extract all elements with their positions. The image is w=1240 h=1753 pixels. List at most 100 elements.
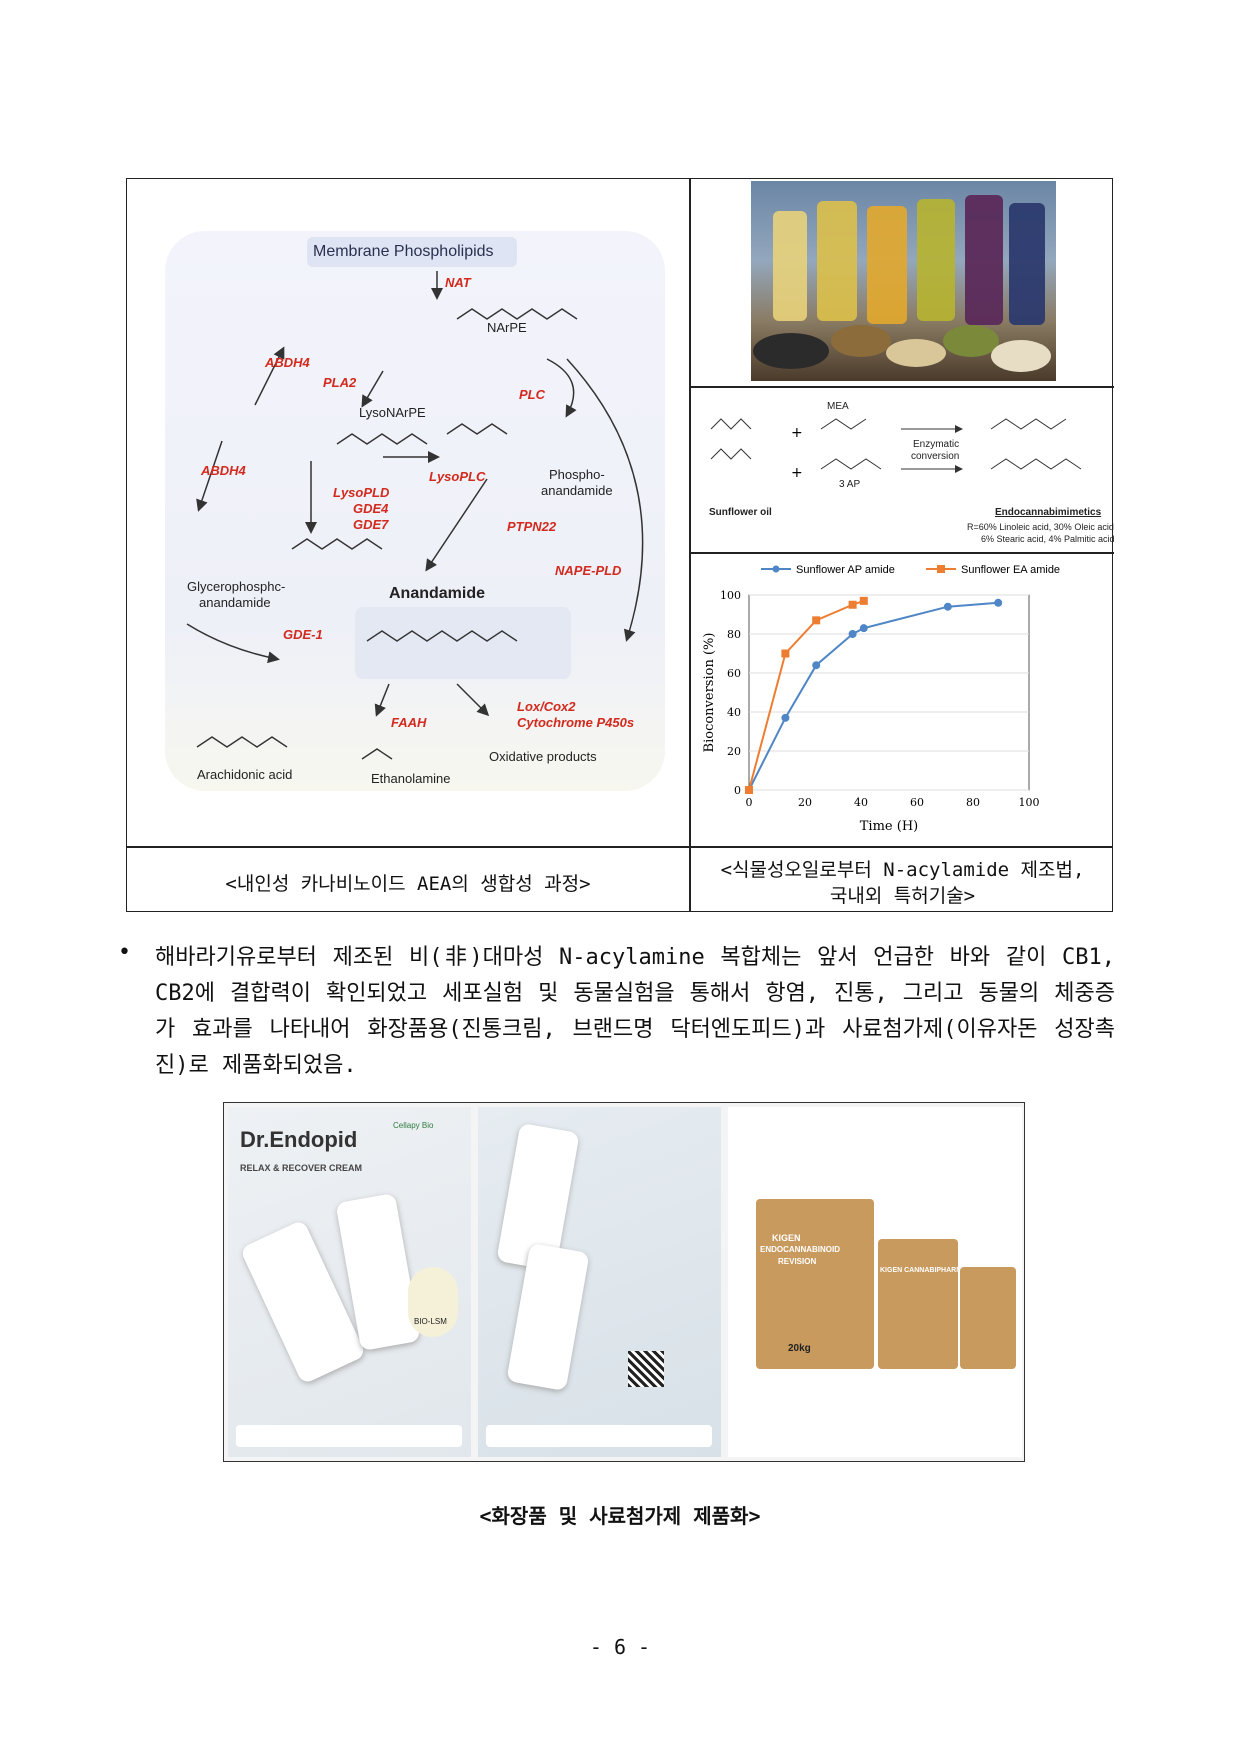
cream-poster-1: Dr.Endopid RELAX & RECOVER CREAM Cellapy…	[228, 1107, 471, 1457]
products-caption: <화장품 및 사료첨가제 제품화>	[479, 1504, 761, 1528]
label-abdh4-left: ABDH4	[201, 463, 246, 478]
brand-subtitle: RELAX & RECOVER CREAM	[240, 1163, 363, 1173]
right-caption-1: <식물성오일로부터 N-acylamide 제조법,	[720, 859, 1085, 881]
y-tick-label: 40	[727, 706, 741, 719]
qr-code	[628, 1351, 664, 1387]
x-tick-label: 100	[1019, 796, 1040, 809]
poster-footer-2	[486, 1425, 712, 1447]
x-axis-label: Time (H)	[860, 819, 918, 834]
label-lox: Lox/Cox2	[517, 699, 576, 714]
brand-title: Dr.Endopid	[240, 1127, 358, 1152]
reaction-3ap: 3 AP	[839, 479, 861, 490]
cream-poster-2	[478, 1107, 721, 1457]
biolsm-badge	[408, 1267, 458, 1337]
data-point	[812, 616, 821, 625]
label-lysopld: LysoPLD	[333, 485, 390, 500]
label-plc: PLC	[519, 387, 545, 402]
label-phospho-2: anandamide	[541, 483, 613, 498]
legend-marker	[937, 565, 945, 573]
label-faah: FAAH	[391, 715, 427, 730]
figure-table: Membrane Phospholipids NAT NArPE ABDH4 P…	[126, 178, 1115, 912]
x-tick-label: 80	[966, 796, 980, 809]
pathway-diagram	[165, 231, 665, 791]
data-point	[859, 596, 868, 605]
feed-bag-medium	[878, 1239, 958, 1369]
left-caption: <내인성 카나비노이드 AEA의 생합성 과정>	[225, 873, 591, 895]
series-line	[748, 601, 999, 791]
label-gde1: GDE-1	[283, 627, 323, 642]
data-point	[859, 624, 868, 633]
label-ptpn22: PTPN22	[507, 519, 557, 534]
label-lysonarpe: LysoNArPE	[359, 405, 426, 420]
legend-marker	[772, 565, 780, 573]
label-ethanolamine: Ethanolamine	[371, 771, 451, 786]
reaction-enzymatic-1: Enzymatic	[913, 439, 960, 450]
bullet: •	[118, 940, 131, 965]
page-number: - 6 -	[589, 1635, 651, 1659]
data-point	[812, 661, 821, 670]
reaction-endo: Endocannabimimetics	[995, 507, 1102, 518]
y-tick-label: 60	[727, 667, 741, 680]
reaction-mea: MEA	[827, 401, 849, 412]
bag-weight: 20kg	[788, 1343, 811, 1354]
label-gde4: GDE4	[353, 501, 389, 516]
label-glycero-2: anandamide	[199, 595, 271, 610]
products-figure: Dr.Endopid RELAX & RECOVER CREAM Cellapy…	[223, 1102, 1025, 1462]
reaction-scheme: + +	[710, 418, 1082, 481]
data-point	[745, 786, 753, 794]
legend-label: Sunflower AP amide	[796, 564, 895, 576]
table-divider	[689, 179, 691, 911]
label-abdh4-top: ABDH4	[265, 355, 310, 370]
right-divider-1	[689, 386, 1114, 388]
label-glycero-1: Glycerophosphc-	[187, 579, 286, 594]
body-paragraph: 해바라기유로부터 제조된 비(非)대마성 N-acylamine 복합체는 앞서…	[155, 945, 1115, 1078]
x-tick-label: 40	[854, 796, 868, 809]
company-name: Cellapy Bio	[393, 1121, 434, 1130]
label-pla2: PLA2	[323, 375, 357, 390]
feed-bag-large	[756, 1199, 874, 1369]
label-arachidonic: Arachidonic acid	[197, 767, 293, 782]
label-nape-pld: NAPE-PLD	[555, 563, 622, 578]
bag-title-2: ENDOCANNABINOID	[760, 1245, 840, 1254]
label-nat: NAT	[445, 275, 471, 290]
y-axis-label: Bioconversion (%)	[702, 633, 717, 753]
label-oxidative: Oxidative products	[489, 749, 597, 764]
caption-divider	[127, 846, 1112, 848]
oil-bottles-image	[751, 181, 1056, 381]
x-tick-label: 20	[798, 796, 812, 809]
legend-label: Sunflower EA amide	[961, 564, 1060, 576]
y-tick-label: 20	[727, 745, 741, 758]
oil-photo-cell	[689, 179, 1114, 386]
y-tick-label: 100	[720, 589, 741, 602]
reaction-r-note-2: 6% Stearic acid, 4% Palmitic acid	[981, 534, 1115, 544]
pathway-title: Membrane Phospholipids	[313, 243, 494, 260]
right-divider-2	[689, 552, 1114, 554]
y-tick-label: 80	[727, 628, 741, 641]
label-phospho-1: Phospho-	[549, 467, 605, 482]
data-point	[781, 713, 790, 722]
biolsm-label: BIO-LSM	[414, 1317, 447, 1326]
cream-tube-4	[506, 1242, 590, 1392]
data-point	[848, 630, 857, 638]
poster-footer	[236, 1425, 462, 1447]
bag-title-1: KIGEN	[772, 1233, 801, 1243]
label-narpe: NArPE	[487, 320, 527, 335]
label-cyp: Cytochrome P450s	[517, 715, 635, 730]
reaction-r-note-1: R=60% Linoleic acid, 30% Oleic acid	[967, 522, 1114, 532]
svg-text:+: +	[791, 465, 803, 481]
data-point	[848, 600, 857, 609]
feed-bags-panel: KIGEN ENDOCANNABINOID REVISION 20kg KIGE…	[728, 1107, 1022, 1457]
series-line	[748, 599, 865, 791]
plot-area	[748, 594, 1030, 791]
reaction-sunflower: Sunflower oil	[709, 507, 772, 518]
label-anandamide: Anandamide	[389, 585, 486, 602]
feed-bag-small	[960, 1267, 1016, 1369]
data-point	[781, 649, 790, 658]
bag-small-title: KIGEN CANNABIPHARM	[880, 1267, 963, 1274]
label-lysoplc: LysoPLC	[429, 469, 486, 484]
right-caption-2: 국내외 특허기술>	[829, 885, 976, 907]
reaction-enzymatic-2: conversion	[911, 451, 960, 462]
data-point	[994, 598, 1003, 607]
bag-title-3: REVISION	[778, 1257, 817, 1266]
